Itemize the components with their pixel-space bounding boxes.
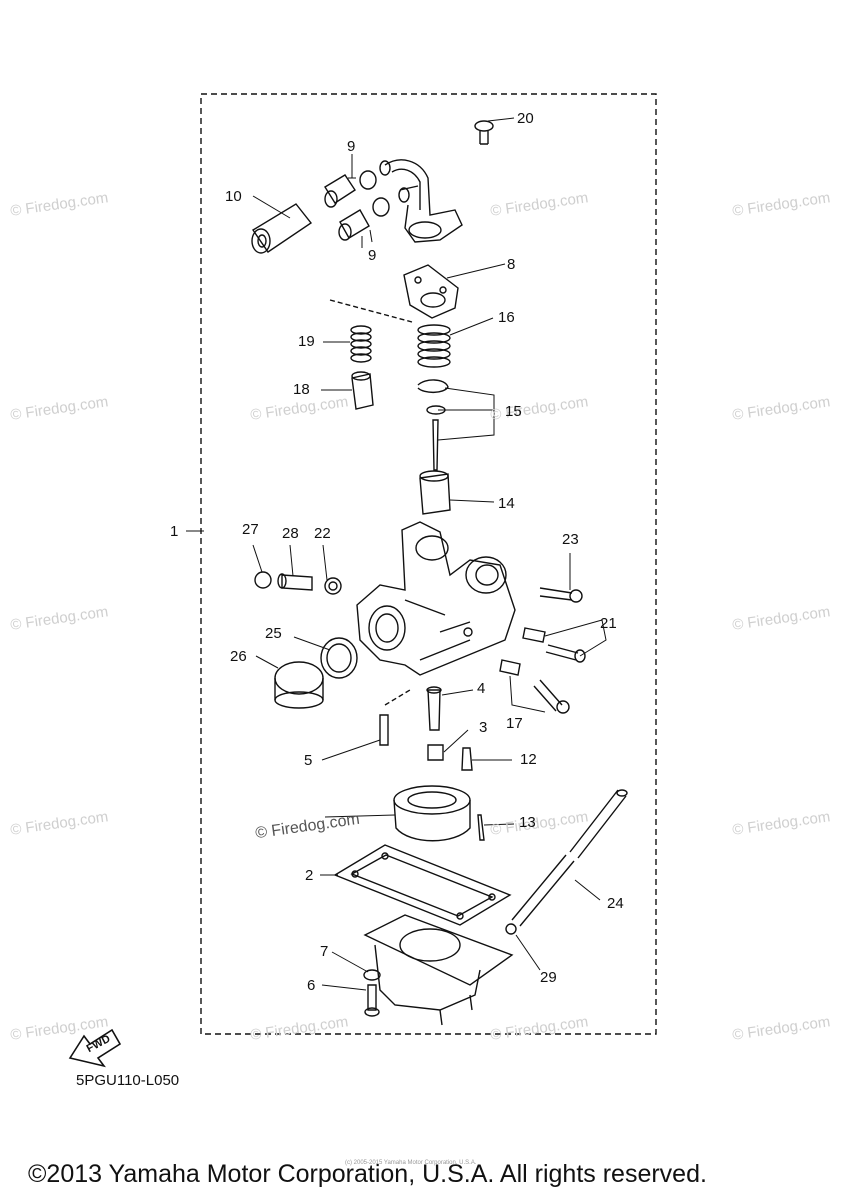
callout-14: 14 bbox=[498, 495, 515, 512]
callout-24: 24 bbox=[607, 895, 624, 912]
part-13-pin bbox=[477, 814, 485, 841]
callout-26: 26 bbox=[230, 648, 247, 665]
part-14-throttle-valve bbox=[419, 470, 451, 515]
callout-5: 5 bbox=[304, 752, 313, 769]
part-3-main-jet bbox=[427, 744, 444, 761]
callout-20: 20 bbox=[517, 110, 534, 127]
callout-18: 18 bbox=[293, 381, 310, 398]
part-27-clip bbox=[254, 571, 272, 589]
copyright-footer: ©2013 Yamaha Motor Corporation, U.S.A. A… bbox=[28, 1160, 707, 1188]
fuel-joint bbox=[379, 159, 463, 243]
part-16-spring bbox=[417, 324, 451, 368]
part-7-washer bbox=[363, 969, 381, 981]
callout-17: 17 bbox=[506, 715, 523, 732]
part-8-plate bbox=[403, 264, 459, 319]
callout-19: 19 bbox=[298, 333, 315, 350]
callout-9-bottom: 9 bbox=[368, 247, 377, 264]
part-11-float bbox=[393, 785, 471, 842]
diagram-code: 5PGU110-L050 bbox=[76, 1072, 180, 1089]
part-12-needle-valve bbox=[461, 747, 473, 771]
part-24-hose bbox=[511, 789, 628, 927]
part-20-screw bbox=[474, 120, 494, 145]
callout-6: 6 bbox=[307, 977, 316, 994]
callout-15: 15 bbox=[505, 403, 522, 420]
callout-16: 16 bbox=[498, 309, 515, 326]
part-19-spring bbox=[350, 325, 372, 363]
callout-27: 27 bbox=[242, 521, 259, 538]
part-29-clip bbox=[505, 923, 517, 935]
part-28-pipe bbox=[277, 573, 313, 591]
callout-28: 28 bbox=[282, 525, 299, 542]
assembly-boundary bbox=[200, 93, 657, 1035]
part-18-plunger bbox=[351, 371, 374, 410]
callout-3: 3 bbox=[479, 719, 488, 736]
part-22-plug bbox=[324, 577, 342, 595]
part-25-ring bbox=[320, 637, 358, 679]
part-10-cap bbox=[251, 203, 313, 254]
callout-22: 22 bbox=[314, 525, 331, 542]
part-23-screw bbox=[539, 587, 583, 603]
tiny-notice: (c) 2005-2015 Yamaha Motor Corporation, … bbox=[345, 1160, 477, 1166]
part-2-gasket bbox=[333, 844, 512, 926]
callout-25: 25 bbox=[265, 625, 282, 642]
part-6-screw bbox=[364, 984, 380, 1017]
part-17-throttle-stop-screw bbox=[499, 659, 570, 714]
callout-4: 4 bbox=[477, 680, 486, 697]
callout-13: 13 bbox=[519, 814, 536, 831]
part-5-pilot-jet bbox=[379, 714, 389, 746]
callout-9-top: 9 bbox=[347, 138, 356, 155]
callout-21: 21 bbox=[600, 615, 617, 632]
carburetor-body bbox=[356, 521, 516, 676]
part-21-pilot-screw bbox=[522, 627, 586, 663]
callout-10: 10 bbox=[225, 188, 242, 205]
callout-12: 12 bbox=[520, 751, 537, 768]
part-26-ring bbox=[274, 661, 324, 709]
part-4-nozzle bbox=[426, 686, 442, 731]
callout-8: 8 bbox=[507, 256, 516, 273]
callout-7: 7 bbox=[320, 943, 329, 960]
callout-2: 2 bbox=[305, 867, 314, 884]
float-bowl bbox=[363, 914, 514, 1026]
leader-lines bbox=[186, 117, 607, 991]
part-15-clip-needle bbox=[417, 379, 449, 471]
callout-1: 1 bbox=[170, 523, 179, 540]
callout-29: 29 bbox=[540, 969, 557, 986]
fwd-arrow bbox=[68, 1028, 122, 1068]
callout-23: 23 bbox=[562, 531, 579, 548]
part-9-fittings bbox=[324, 170, 390, 241]
